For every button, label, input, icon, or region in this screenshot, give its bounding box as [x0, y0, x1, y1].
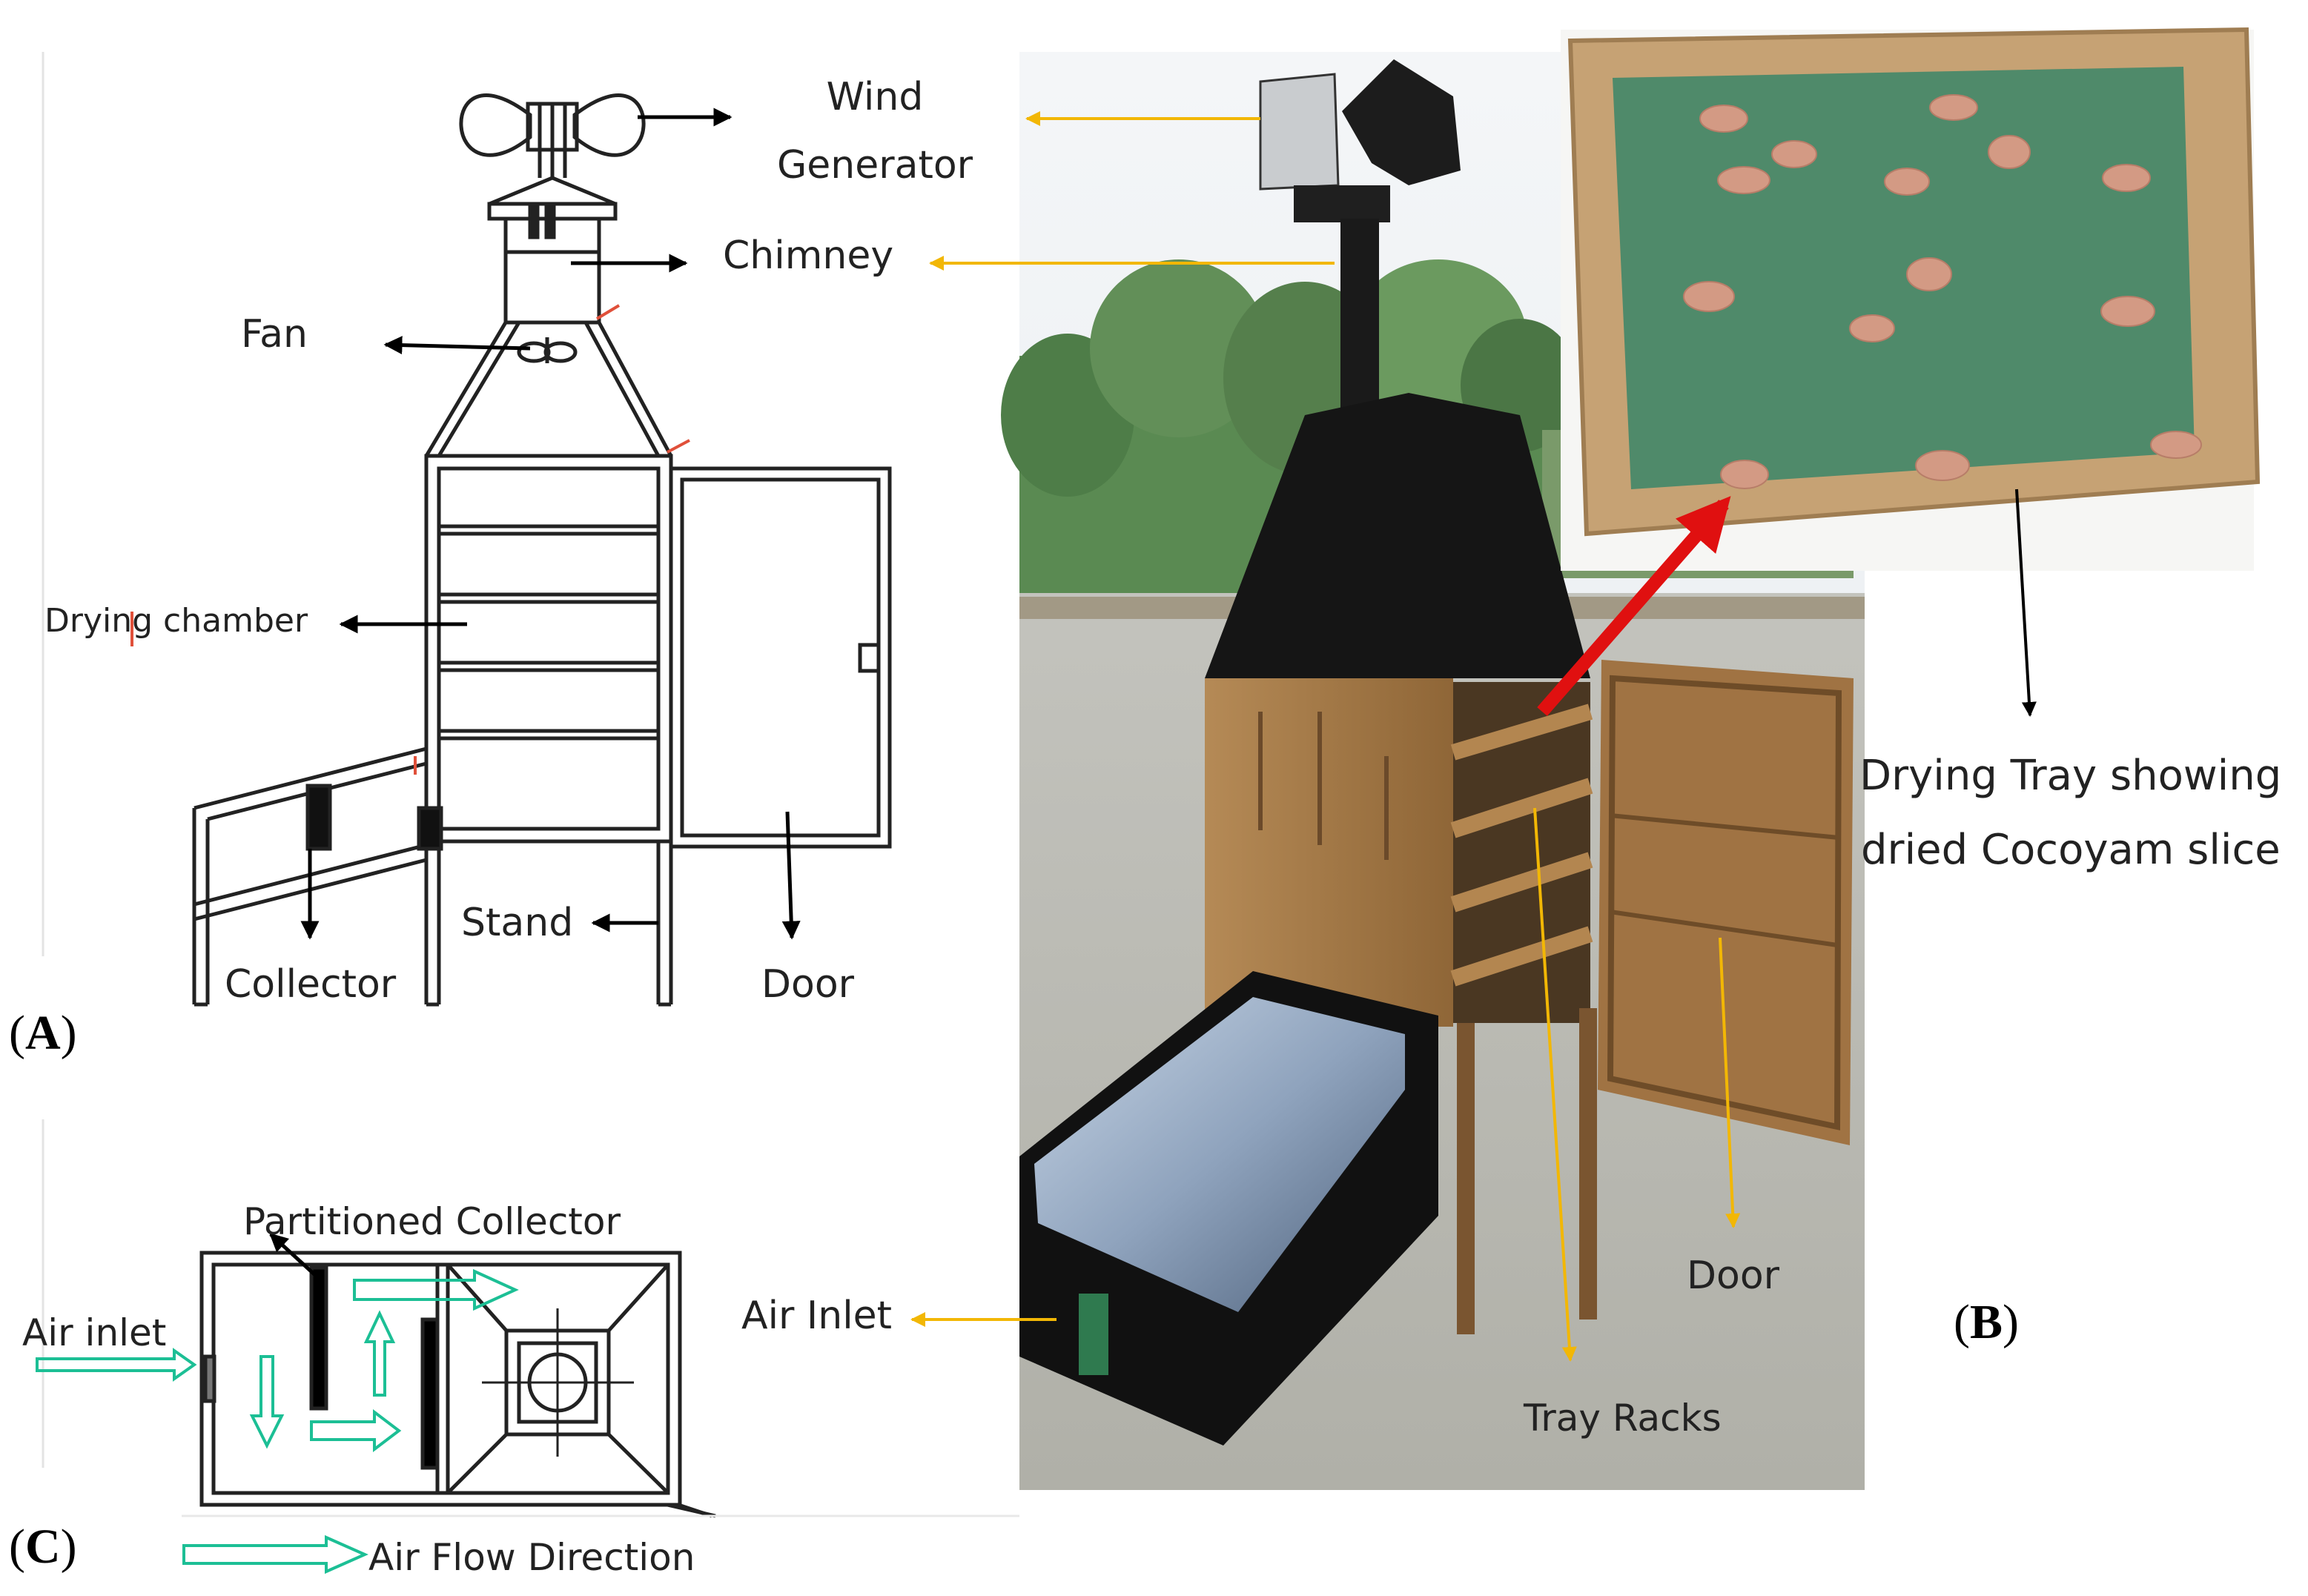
drying-chamber-drawing — [424, 454, 673, 844]
wind-generator-label-line1: Wind — [827, 75, 924, 119]
photo-open-door — [1598, 660, 1854, 1145]
air-flow-direction-legend: Air Flow Direction — [368, 1536, 695, 1579]
door-photo-label: Door — [1687, 1254, 1780, 1298]
photo-hood-cover — [1205, 393, 1590, 678]
air-flow-arrows — [36, 1268, 519, 1575]
chimney-label: Chimney — [723, 234, 893, 278]
schematic-arrows — [300, 107, 801, 940]
hood-drawing — [424, 320, 673, 457]
stand-label: Stand — [461, 901, 573, 945]
fan-label: Fan — [241, 312, 308, 357]
door-drawing — [669, 466, 892, 849]
fan-drawing — [517, 337, 578, 363]
dryer-schematic — [192, 93, 892, 1007]
collector-glass — [1034, 997, 1405, 1312]
photo-label-arrows — [910, 111, 1741, 1362]
wind-generator-label-line2: Generator — [777, 143, 973, 188]
panel-label-a: (A) — [9, 1006, 77, 1060]
red-annotation-marks — [130, 304, 690, 775]
photo-drying-chamber — [1205, 678, 1593, 1027]
wind-generator-drawing — [459, 93, 646, 178]
panel-label-b: (B) — [1954, 1295, 2019, 1349]
photo-collector-box — [1019, 971, 1438, 1446]
collector-drawing — [192, 746, 443, 1007]
chimney-drawing — [487, 176, 618, 325]
air-inlet-label: Air inlet — [22, 1311, 166, 1354]
drying-tray-caption-line2: dried Cocoyam slice — [1861, 826, 2281, 874]
panel-label-c: (C) — [9, 1520, 77, 1574]
drying-tray-inset — [1561, 27, 2261, 571]
photo-wind-generator — [1259, 59, 1461, 411]
drying-chamber-label: Drying chamber — [44, 602, 308, 640]
tray-caption-arrow — [2015, 489, 2037, 717]
collector-top-view — [199, 1251, 716, 1518]
legend-flow-arrow — [182, 1534, 368, 1575]
drying-tray-caption-line1: Drying Tray showing — [1859, 752, 2281, 800]
door-label: Door — [761, 962, 855, 1007]
partitioned-collector-label: Partitioned Collector — [243, 1200, 621, 1243]
air-inlet-photo-label: Air Inlet — [741, 1294, 892, 1338]
cocoyam-slices — [1683, 94, 2202, 489]
tray-pointer-arrow — [1537, 496, 1731, 716]
collector-label: Collector — [225, 962, 397, 1007]
tray-racks-label: Tray Racks — [1523, 1397, 1722, 1440]
stand-drawing — [424, 841, 673, 1007]
partitioned-collector-arrow — [269, 1233, 317, 1277]
